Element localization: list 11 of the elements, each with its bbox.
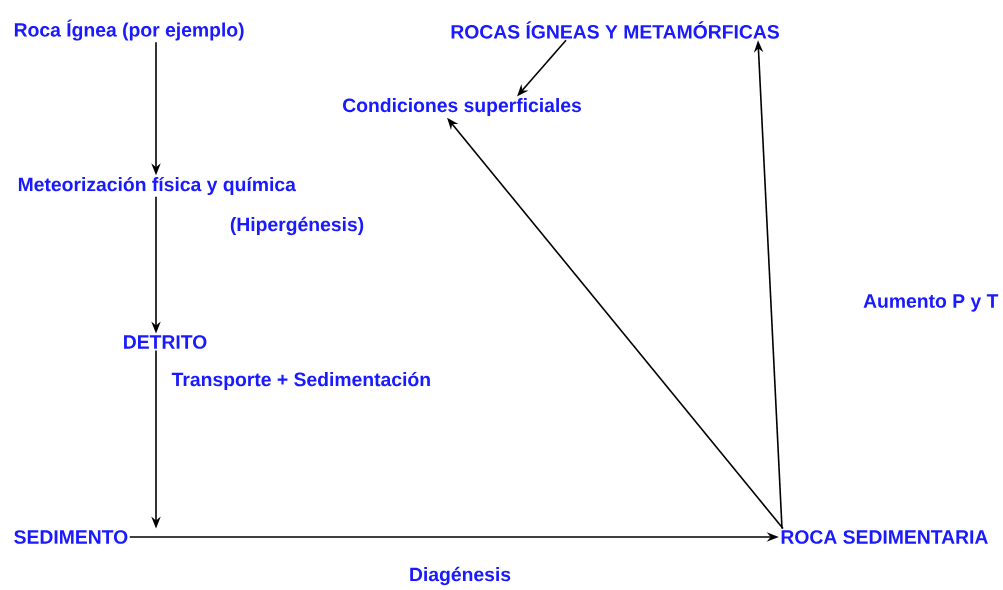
node-text: Meteorización física y química — [18, 176, 296, 196]
node-text: DETRITO — [124, 335, 207, 349]
node-text: ROCAS ÍGNEAS Y METAMÓRFICAS — [451, 21, 779, 39]
node-text: Roca Ígnea (por ejemplo) — [14, 19, 244, 41]
edge-label: Transporte + Sedimentación — [171, 371, 430, 391]
node-text: ROCA SEDIMENTARIA — [781, 530, 988, 544]
node-text: SEDIMENTO — [14, 530, 128, 544]
edge-label: Diagénesis — [410, 566, 511, 586]
node-text: Condiciones superficiales — [343, 98, 581, 116]
edge-label: Aumento P y T — [863, 294, 999, 312]
node-text: (Hipergénesis) — [230, 216, 364, 236]
